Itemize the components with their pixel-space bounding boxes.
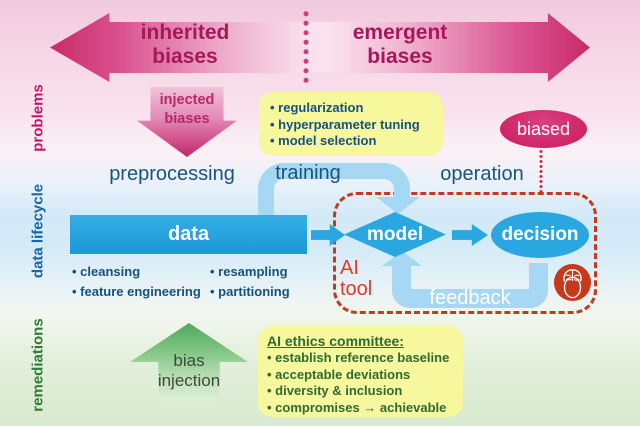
biased-badge: biased bbox=[500, 110, 587, 148]
ai-tool-label: AI tool bbox=[340, 257, 373, 300]
bullet-item: • model selection bbox=[270, 133, 377, 148]
section-label-problems: problems bbox=[29, 84, 47, 152]
bullet-item: • compromises → achievable bbox=[267, 399, 447, 415]
bullet-item: • regularization bbox=[270, 100, 364, 115]
stage-label-operation: operation bbox=[440, 163, 524, 185]
section-label-data-lifecycle: data lifecycle bbox=[29, 183, 47, 279]
decision-node: decision bbox=[491, 212, 589, 258]
bias-injection-label: bias injection bbox=[157, 351, 221, 390]
stage-label-preprocessing: preprocessing bbox=[109, 163, 235, 185]
data-prep-bullets-right: • resampling • partitioning bbox=[210, 262, 290, 302]
injected-biases-label: injected biases bbox=[159, 92, 215, 127]
feedback-label: feedback bbox=[429, 287, 511, 309]
bullet-item: • acceptable deviations bbox=[267, 366, 411, 382]
human-head-brain-icon bbox=[553, 263, 592, 302]
spectrum-divider-dotted-line bbox=[303, 9, 309, 85]
bias-spectrum-arrow: inherited biases emergent biases bbox=[50, 13, 590, 82]
inherited-biases-label: inherited biases bbox=[140, 21, 230, 68]
emergent-biases-label: emergent biases bbox=[352, 21, 448, 68]
training-arch-leg bbox=[258, 198, 274, 216]
ethics-committee-note: AI ethics committee: • establish referen… bbox=[258, 326, 463, 417]
bullet-item: • feature engineering bbox=[72, 284, 201, 299]
ethics-committee-list: • establish reference baseline• acceptab… bbox=[267, 350, 463, 416]
bullet-item: • diversity & inclusion bbox=[267, 383, 403, 398]
ethics-committee-title: AI ethics committee: bbox=[267, 333, 404, 349]
bullet-item: • cleansing bbox=[72, 264, 141, 279]
training-methods-note: • regularization• hyperparameter tuning•… bbox=[259, 92, 443, 156]
ai-tool-boundary-dashed-box bbox=[333, 192, 597, 314]
stage-label-training: training bbox=[275, 162, 341, 184]
bullet-item: • establish reference baseline bbox=[267, 350, 450, 365]
bullet-item: • partitioning bbox=[210, 284, 290, 299]
training-methods-list: • regularization• hyperparameter tuning•… bbox=[270, 100, 443, 150]
feedback-loop-arrow bbox=[392, 263, 548, 308]
bullet-item: • resampling bbox=[210, 264, 288, 279]
double-arrow-shape bbox=[50, 13, 590, 82]
section-label-remediations: remediations bbox=[29, 318, 47, 412]
biased-connector-line bbox=[539, 149, 543, 193]
bullet-item: • hyperparameter tuning bbox=[270, 116, 420, 132]
data-prep-bullets-left: • cleansing • feature engineering bbox=[72, 262, 201, 302]
data-node: data bbox=[70, 215, 307, 254]
